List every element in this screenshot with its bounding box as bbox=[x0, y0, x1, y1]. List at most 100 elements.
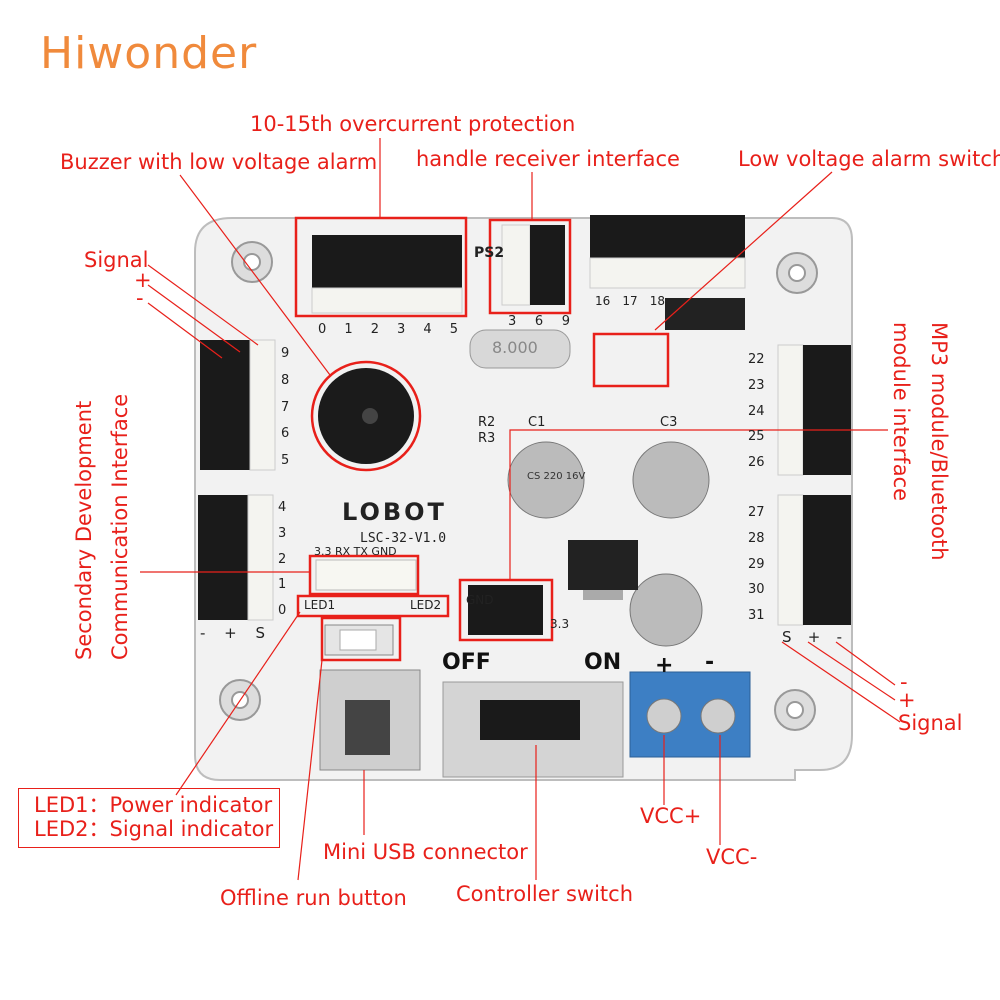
model-label: LSC-32-V1.0 bbox=[360, 531, 447, 546]
power-select-header bbox=[468, 585, 543, 635]
pin-number: 4 bbox=[278, 500, 287, 515]
left-upper-pin-numbers: 9 8 7 6 5 bbox=[281, 346, 289, 468]
pin-number: 0 bbox=[318, 322, 327, 337]
switch-on-label: ON bbox=[584, 650, 622, 675]
label-led2: LED2：Signal indicator bbox=[34, 817, 274, 841]
rail-mark: - bbox=[836, 628, 842, 646]
serial-connector bbox=[315, 559, 417, 591]
servo-header-left-upper bbox=[200, 339, 276, 471]
label-led1: LED1：Power indicator bbox=[34, 793, 273, 817]
label-vcc-plus: VCC+ bbox=[640, 804, 702, 828]
pin-number: 6 bbox=[281, 426, 290, 442]
pin-number: 28 bbox=[748, 530, 765, 546]
label-plus-right: + bbox=[898, 688, 916, 712]
rail-mark: - bbox=[200, 624, 206, 642]
label-vcc-minus: VCC- bbox=[706, 845, 758, 869]
pin-number: 9 bbox=[281, 346, 290, 361]
pin-number: 9 bbox=[561, 314, 570, 329]
servo-header-left-lower bbox=[198, 494, 274, 621]
pin-number: 16 bbox=[595, 294, 611, 308]
pin-number: 1 bbox=[344, 322, 353, 337]
r2-label: R2 bbox=[478, 415, 496, 430]
rail-mark: + bbox=[807, 628, 821, 646]
brand-mark: LOBOT bbox=[342, 498, 447, 526]
pin-number: 29 bbox=[748, 556, 765, 572]
pin-number: 24 bbox=[748, 403, 765, 419]
pin-number: 25 bbox=[748, 429, 765, 445]
label-plus-left: + bbox=[134, 268, 152, 292]
pin-number: 22 bbox=[748, 352, 765, 367]
servo-header-top-right bbox=[589, 215, 746, 330]
led-legend-box bbox=[18, 788, 280, 848]
pin-number: 26 bbox=[748, 455, 765, 470]
pin-number: 3 bbox=[397, 322, 406, 337]
label-module-interface: module interface bbox=[889, 322, 913, 502]
right-upper-pin-numbers: 22 23 24 25 26 bbox=[748, 352, 765, 470]
label-buzzer: Buzzer with low voltage alarm bbox=[60, 150, 378, 174]
pin-number: 3 bbox=[508, 314, 517, 329]
r3-label: R3 bbox=[478, 431, 496, 446]
pin-number: 2 bbox=[370, 322, 379, 337]
ps2-mark: PS2 bbox=[474, 245, 505, 261]
pin-number: 5 bbox=[449, 322, 458, 337]
mounting-hole bbox=[219, 241, 818, 731]
label-controller-switch: Controller switch bbox=[456, 882, 634, 906]
pin-number: 18 bbox=[649, 294, 665, 308]
pin-number: 3 bbox=[278, 525, 287, 541]
left-rail-marks: - + S bbox=[200, 624, 265, 642]
servo-header-right-lower bbox=[777, 494, 851, 626]
callout-lines bbox=[140, 138, 901, 881]
top-pin-numbers: 0 1 2 3 4 5 bbox=[318, 322, 458, 337]
label-minus-right: - bbox=[900, 670, 908, 694]
gnd-mark: GND bbox=[466, 593, 494, 607]
label-signal-right: Signal bbox=[898, 711, 963, 735]
left-lower-pin-numbers: 4 3 2 1 0 bbox=[278, 500, 286, 618]
label-mp3-bluetooth: MP3 module/Bluetooth bbox=[927, 322, 951, 561]
pin-number: 8 bbox=[281, 372, 290, 388]
led2-mark: LED2 bbox=[410, 598, 442, 612]
c1-label: C1 bbox=[528, 415, 546, 430]
label-signal-left: Signal bbox=[84, 248, 149, 272]
voltage-regulator bbox=[568, 540, 638, 590]
pin-number: 27 bbox=[748, 505, 765, 520]
switch-off-label: OFF bbox=[442, 650, 491, 675]
pin-number: 4 bbox=[423, 322, 432, 337]
top-right-pin-numbers: 16 17 18 bbox=[595, 294, 665, 308]
servo-header-right-upper bbox=[777, 344, 851, 476]
pin-number: 17 bbox=[622, 294, 638, 308]
pin-number: 5 bbox=[281, 453, 290, 468]
pin-number: 30 bbox=[748, 582, 765, 598]
label-mini-usb: Mini USB connector bbox=[323, 840, 528, 864]
led1-mark: LED1 bbox=[304, 598, 336, 612]
pin-number: 6 bbox=[534, 314, 544, 329]
ps2-header bbox=[501, 224, 565, 306]
label-secondary-development: Secondary Development bbox=[72, 400, 96, 660]
label-low-voltage-switch: Low voltage alarm switch bbox=[738, 147, 1000, 171]
label-minus-left: - bbox=[136, 286, 144, 310]
pin-number: 1 bbox=[278, 577, 287, 593]
pin-number: 23 bbox=[748, 377, 765, 393]
cap-text: CS 220 16V bbox=[527, 471, 586, 482]
pin-number: 0 bbox=[278, 603, 287, 618]
terminal-minus: - bbox=[705, 650, 715, 675]
v33-mark: 3.3 bbox=[550, 617, 570, 631]
rail-mark: + bbox=[224, 624, 237, 642]
right-rail-marks: S + - bbox=[782, 628, 842, 646]
rail-mark: S bbox=[782, 628, 792, 646]
crystal-oscillator bbox=[469, 329, 571, 369]
capacitor bbox=[507, 441, 710, 647]
pin-number: 7 bbox=[281, 399, 290, 415]
servo-header-top bbox=[311, 235, 463, 314]
label-offline-run: Offline run button bbox=[220, 886, 407, 910]
right-lower-pin-numbers: 27 28 29 30 31 bbox=[748, 505, 765, 623]
label-handle-receiver: handle receiver interface bbox=[416, 147, 680, 171]
label-communication-interface: Communication Interface bbox=[108, 393, 132, 660]
ps2-pin-numbers: 3 6 9 bbox=[508, 314, 570, 329]
c3-label: C3 bbox=[660, 415, 678, 430]
pin-number: 31 bbox=[748, 608, 765, 623]
pin-number: 2 bbox=[278, 551, 287, 567]
rail-mark: S bbox=[255, 624, 265, 642]
brand-logo: Hiwonder bbox=[40, 28, 258, 79]
terminal-plus: + bbox=[655, 653, 674, 678]
